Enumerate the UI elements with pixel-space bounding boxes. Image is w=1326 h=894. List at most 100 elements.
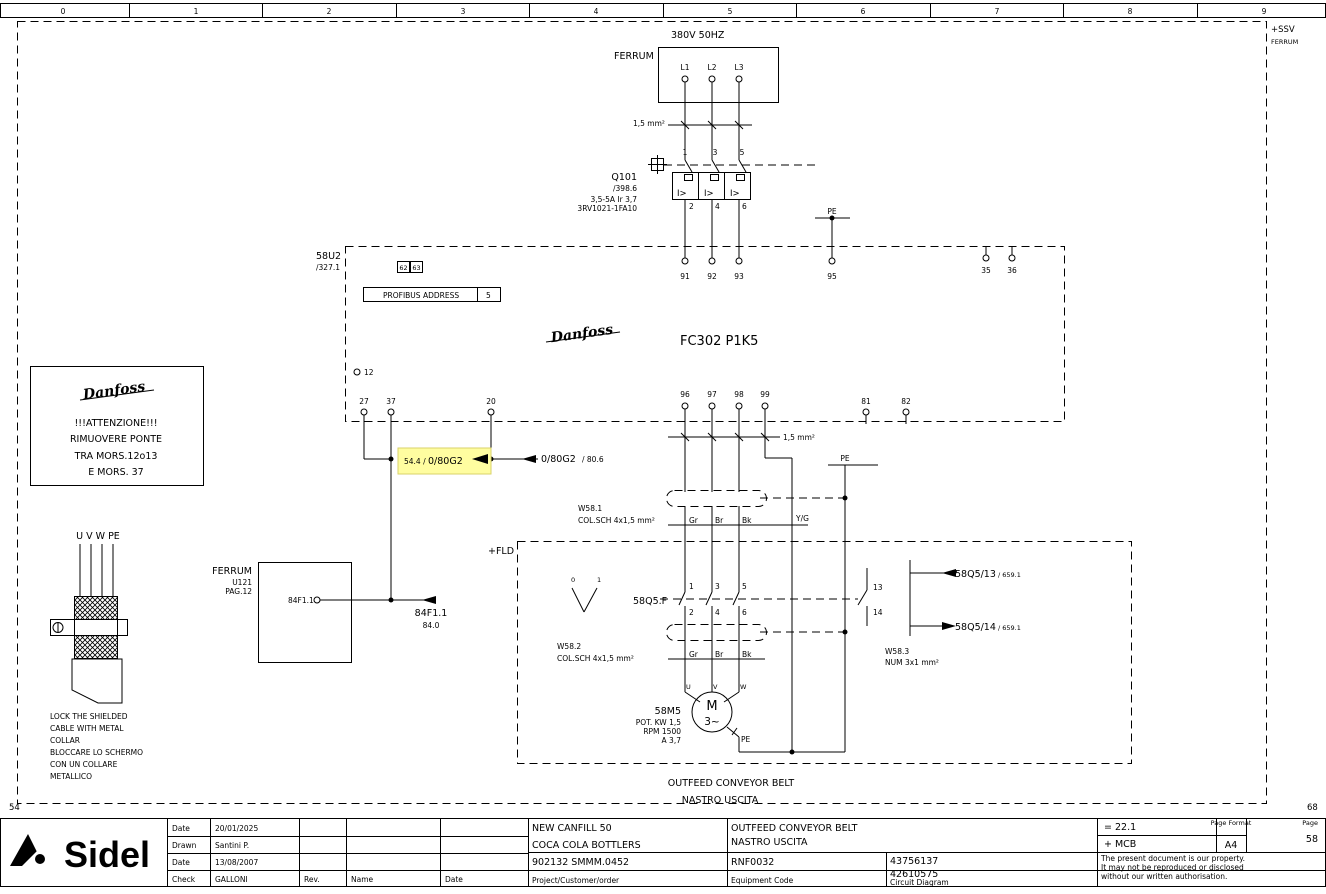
location-frame bbox=[17, 21, 1267, 804]
ferrum-term: 84F1.1 bbox=[288, 596, 314, 605]
motor-amps: A 3,7 bbox=[662, 736, 682, 745]
tb-date2-label: Date bbox=[172, 858, 190, 867]
notice-line-3: TRA MORS.12o13 bbox=[74, 451, 158, 462]
motor-symbol-phase: 3~ bbox=[704, 716, 719, 728]
breaker-q101: 1 3 5 I> I> I> 2 4 6 Q101 /398.6 3,5-5A … bbox=[577, 148, 820, 258]
shield-note-4: BLOCCARE LO SCHERMO bbox=[50, 748, 143, 757]
q101-term-5: 5 bbox=[740, 148, 745, 157]
out-84f-label: 84F1.1 bbox=[415, 608, 448, 619]
q5-ref-14-label: 58Q5/14 bbox=[955, 622, 996, 633]
q5-ref-13-label: 58Q5/13 bbox=[955, 569, 996, 580]
motor-symbol-m: M bbox=[706, 699, 717, 714]
danfoss-notice: Danfoss !!!ATTENZIONE!!! RIMUOVERE PONTE… bbox=[30, 366, 204, 486]
ferrum-u121: FERRUM U121 PAG.12 84F1.1 84F1.1 84.0 bbox=[212, 562, 448, 663]
w581-id: W58.1 bbox=[578, 504, 602, 513]
tb-desc2: NASTRO USCITA bbox=[731, 837, 808, 848]
ruler-col-3: 3 bbox=[461, 7, 466, 16]
ruler-col-0: 0 bbox=[61, 7, 66, 16]
tb-desc1: OUTFEED CONVEYOR BELT bbox=[731, 823, 858, 834]
tb-notice-1: The present document is our property. bbox=[1100, 854, 1245, 863]
q5-ref-13-ref: / 659.1 bbox=[998, 571, 1021, 579]
supply-cable: 1,5 mm² bbox=[633, 119, 665, 128]
location-code: +SSV bbox=[1271, 25, 1295, 35]
notice-brand-logo: Danfoss bbox=[81, 379, 146, 404]
ruler-col-4: 4 bbox=[594, 7, 599, 16]
w583-spec: NUM 3x1 mm² bbox=[885, 658, 939, 667]
drive-term-92: 92 bbox=[707, 272, 717, 281]
w582-core-br: Br bbox=[715, 650, 724, 659]
ruler-col-8: 8 bbox=[1128, 7, 1133, 16]
tb-rev-label: Rev. bbox=[304, 875, 320, 884]
drive-term-36: 36 bbox=[1007, 266, 1017, 275]
tb-project-label: Project/Customer/order bbox=[532, 876, 620, 885]
motor-term-w: W bbox=[740, 683, 747, 691]
caption-line2: NASTRO USCITA bbox=[682, 795, 759, 806]
q5-term-4: 4 bbox=[715, 608, 720, 617]
tb-page: 58 bbox=[1306, 834, 1318, 845]
drive-ref: /327.1 bbox=[316, 263, 340, 272]
shield-note-2: CABLE WITH METAL bbox=[50, 724, 124, 733]
supply-source: FERRUM bbox=[614, 51, 654, 62]
q5-ref-14-ref: / 659.1 bbox=[998, 624, 1021, 632]
shield-illustration: U V W PE LOCK THE SHIELDED CABLE WITH ME… bbox=[50, 531, 143, 781]
drive-term-27: 27 bbox=[359, 397, 369, 406]
q101-term-1: 1 bbox=[683, 148, 688, 157]
q101-ref: /398.6 bbox=[613, 184, 637, 193]
q5-term-2: 2 bbox=[689, 608, 694, 617]
q5-pos-1: 1 bbox=[597, 576, 601, 584]
field-frame bbox=[517, 541, 1132, 764]
tb-equip: RNF0032 bbox=[731, 857, 774, 868]
ruler-col-1: 1 bbox=[194, 7, 199, 16]
tb-check-value: GALLONI bbox=[215, 875, 248, 884]
page-ref-right: 68 bbox=[1307, 803, 1318, 813]
q5-aux-13: 13 bbox=[873, 583, 883, 592]
tb-circuit-label: Circuit Diagram bbox=[890, 878, 949, 887]
q101-term-2: 2 bbox=[689, 202, 694, 211]
motor-cable-label: 1,5 mm² bbox=[783, 433, 815, 442]
ferrum-sub1: U121 bbox=[232, 578, 252, 587]
w581-core-gr: Gr bbox=[689, 516, 699, 525]
highlighted-reference[interactable]: 54.4 / 0/80G2 bbox=[397, 447, 492, 475]
w582-spec: COL.SCH 4x1,5 mm² bbox=[557, 654, 634, 663]
tb-date-label: Date bbox=[172, 824, 190, 833]
w581-spec: COL.SCH 4x1,5 mm² bbox=[578, 516, 655, 525]
tb-drawn-value: Santini P. bbox=[215, 841, 249, 850]
drive-model: FC302 P1K5 bbox=[680, 334, 758, 349]
tb-func: = 22.1 bbox=[1104, 822, 1136, 833]
drive-58u2 bbox=[345, 246, 1065, 422]
supply-voltage: 380V 50HZ bbox=[671, 30, 725, 41]
q101-trip-3: I> bbox=[730, 189, 740, 199]
tb-date3-label: Date bbox=[445, 875, 463, 884]
motor-term-u: U bbox=[686, 683, 691, 691]
profibus-value: 5 bbox=[486, 291, 491, 300]
drive-term-37: 37 bbox=[386, 397, 396, 406]
notice-line-4: E MORS. 37 bbox=[88, 467, 143, 478]
q101-trip-1: I> bbox=[677, 189, 687, 199]
shield-w582 bbox=[666, 624, 767, 641]
q101-trip-2: I> bbox=[704, 189, 714, 199]
drive-term-82: 82 bbox=[901, 397, 911, 406]
w582-id: W58.2 bbox=[557, 642, 581, 651]
pe-top-label: PE bbox=[827, 207, 837, 216]
shield-note-1: LOCK THE SHIELDED bbox=[50, 712, 128, 721]
tb-notice-3: without our written authorisation. bbox=[1101, 872, 1227, 881]
ruler-col-9: 9 bbox=[1262, 7, 1267, 16]
shield-note-3: COLLAR bbox=[50, 736, 80, 745]
q101-rating: 3,5-5A Ir 3,7 bbox=[590, 195, 637, 204]
tb-project1: NEW CANFILL 50 bbox=[532, 823, 612, 834]
drive-term-91: 91 bbox=[680, 272, 690, 281]
signal-in-label: 0/80G2 bbox=[541, 454, 576, 465]
ferrum-sub2: PAG.12 bbox=[225, 587, 252, 596]
tb-equip-label: Equipment Code bbox=[731, 876, 794, 885]
tb-date-value: 20/01/2025 bbox=[215, 824, 258, 833]
w583-id: W58.3 bbox=[885, 647, 909, 656]
ruler-col-2: 2 bbox=[327, 7, 332, 16]
shield-wires-label: U V W PE bbox=[76, 531, 120, 542]
drive-term-99: 99 bbox=[760, 390, 770, 399]
motor-id: 58M5 bbox=[655, 706, 681, 717]
shield-note-6: METALLICO bbox=[50, 772, 92, 781]
tb-num2: 42610575 bbox=[890, 869, 938, 880]
motor-pe: PE bbox=[741, 735, 751, 744]
phase-l2: L2 bbox=[708, 63, 717, 72]
tb-num1: 43756137 bbox=[890, 856, 938, 867]
